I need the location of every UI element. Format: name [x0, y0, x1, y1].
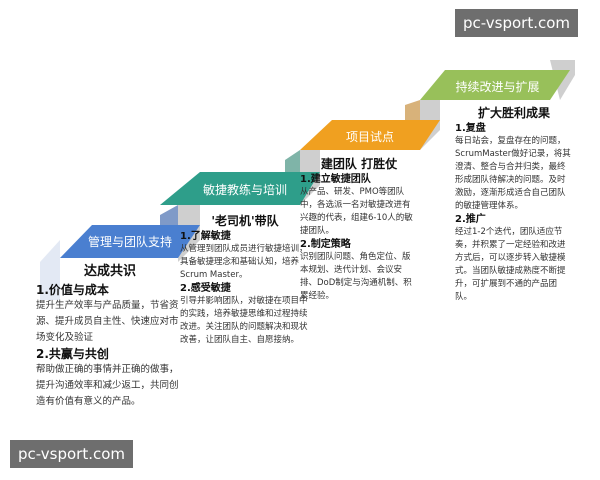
banner-shape-4	[420, 70, 570, 100]
banner-label-1: 管理与团队支持	[87, 235, 172, 249]
section-body: 经过1-2个迭代，团队适应节奏，并积累了一定经验和改进方式后，可以逐步转入敏捷模…	[455, 227, 566, 302]
stage-heading: 达成共识	[83, 264, 136, 279]
stage-1-content: 达成共识 1.价值与成本 提升生产效率与产品质量，节省资源、提升成员自主性、快速…	[36, 264, 184, 410]
section-title: 2.共赢与共创	[36, 347, 109, 361]
banner-label-2: 敏捷教练与培训	[202, 183, 287, 197]
section-title: 1.价值与成本	[36, 283, 109, 297]
stage-heading: '老司机'带队	[211, 214, 279, 228]
step-shade-1	[40, 240, 60, 300]
banner-shape-2	[160, 172, 320, 205]
section-body: 从产品、研发、PMO等团队中，各选派一名对敏捷改进有兴趣的代表，组建6-10人的…	[300, 187, 413, 236]
section-title: 1.了解敏捷	[180, 231, 231, 242]
section-title: 1.复盘	[455, 123, 486, 134]
section-title: 2.感受敏捷	[180, 283, 231, 294]
watermark-bottom: pc-vsport.com	[10, 440, 134, 468]
section-body: 识别团队问题、角色定位、版本规划、迭代计划、会议安排、DoD制定与沟通机制、积累…	[300, 252, 412, 301]
section-title: 1.建立敏捷团队	[300, 174, 371, 185]
section-title: 2.推广	[455, 214, 486, 225]
stage-3-content: 建团队 打胜仗 1.建立敏捷团队 从产品、研发、PMO等团队中，各选派一名对敏捷…	[300, 158, 418, 303]
section-body: 从管理到团队成员进行敏捷培训，具备敏捷理念和基础认知，培养Scrum Maste…	[180, 244, 308, 280]
watermark-top: pc-vsport.com	[455, 9, 579, 37]
section-body: 帮助做正确的事情并正确的做事，提升沟通效率和减少返工，共同创造有价值有意义的产品…	[36, 364, 179, 407]
stage-2-content: '老司机'带队 1.了解敏捷 从管理到团队成员进行敏捷培训，具备敏捷理念和基础认…	[180, 215, 310, 347]
banner-label-3: 项目试点	[345, 130, 394, 144]
section-body: 引导并影响团队，对敏捷在项目中的实践，培养敏捷思维和过程持续改进。关注团队的问题…	[180, 296, 308, 345]
banner-shape-1	[60, 225, 200, 258]
section-body: 每日站会，复盘存在的问题，ScrumMaster做好记录，将其澄清、整合与合并归…	[455, 136, 571, 211]
banner-shape-3	[300, 120, 440, 150]
stage-4-content: 扩大胜利成果 1.复盘 每日站会，复盘存在的问题，ScrumMaster做好记录…	[455, 107, 573, 304]
section-title: 2.制定策略	[300, 239, 351, 250]
stage-heading: 扩大胜利成果	[477, 106, 550, 120]
section-body: 提升生产效率与产品质量，节省资源、提升成员自主性、快速应对市场变化及验证	[36, 300, 179, 343]
banner-label-4: 持续改进与扩展	[455, 80, 540, 94]
stage-heading: 建团队 打胜仗	[320, 157, 398, 171]
